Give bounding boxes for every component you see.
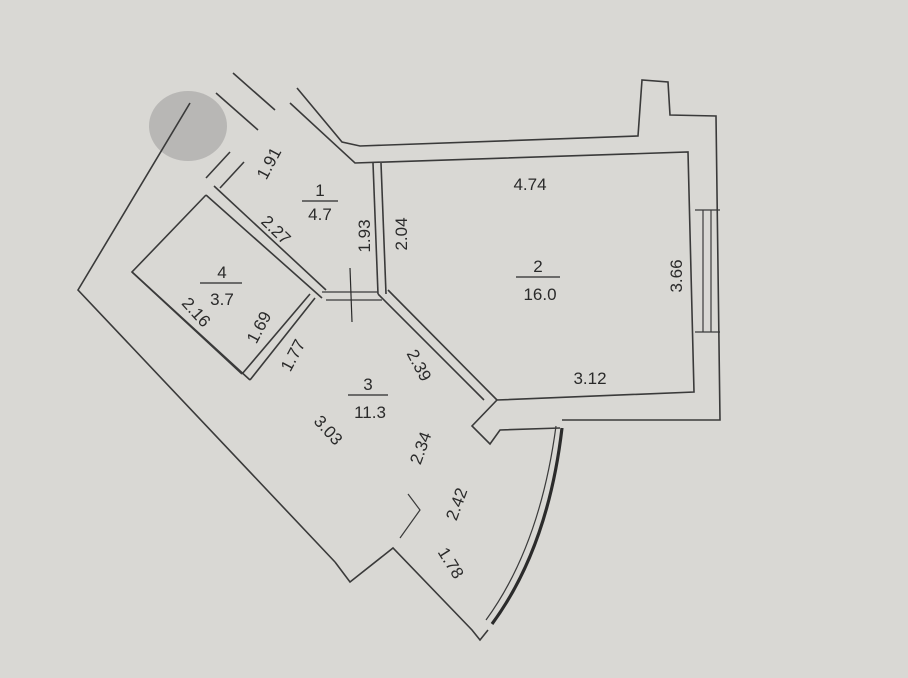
room-1-area: 4.7 (308, 205, 332, 224)
dim-2-42: 2.42 (442, 485, 471, 523)
dim-1-77: 1.77 (277, 336, 309, 374)
redaction-marker (149, 91, 227, 161)
room-2-label: 2 16.0 (516, 257, 560, 304)
balcony (399, 425, 564, 625)
dim-1-91: 1.91 (253, 144, 285, 182)
dim-2-27: 2.27 (257, 212, 294, 249)
dimension-labels: 1.91 2.27 1.93 2.04 4.74 3.66 3.12 2.39 … (178, 144, 686, 582)
room-1-label: 1 4.7 (302, 181, 338, 224)
room-3-area: 11.3 (354, 403, 386, 422)
dim-3-66: 3.66 (667, 259, 686, 292)
dim-3-12: 3.12 (573, 369, 606, 388)
dim-2-34: 2.34 (406, 429, 435, 467)
outer-walls (77, 72, 721, 642)
room-2-area: 16.0 (523, 285, 556, 304)
room-3-label: 3 11.3 (348, 375, 388, 422)
dim-1-78: 1.78 (434, 544, 468, 582)
interior-walls (130, 151, 498, 401)
dim-2-39: 2.39 (403, 346, 435, 384)
dim-4-74: 4.74 (513, 175, 546, 194)
room-4-area: 3.7 (210, 290, 234, 309)
room-2-number: 2 (533, 257, 542, 276)
room-1-number: 1 (315, 181, 324, 200)
room-3-number: 3 (363, 375, 372, 394)
dim-2-16: 2.16 (178, 294, 214, 331)
room-4-number: 4 (217, 263, 226, 282)
dim-1-93: 1.93 (355, 219, 374, 252)
window (695, 209, 720, 333)
dim-2-04: 2.04 (392, 217, 411, 250)
room-4-label: 4 3.7 (200, 263, 242, 309)
dim-3-03: 3.03 (310, 412, 346, 449)
